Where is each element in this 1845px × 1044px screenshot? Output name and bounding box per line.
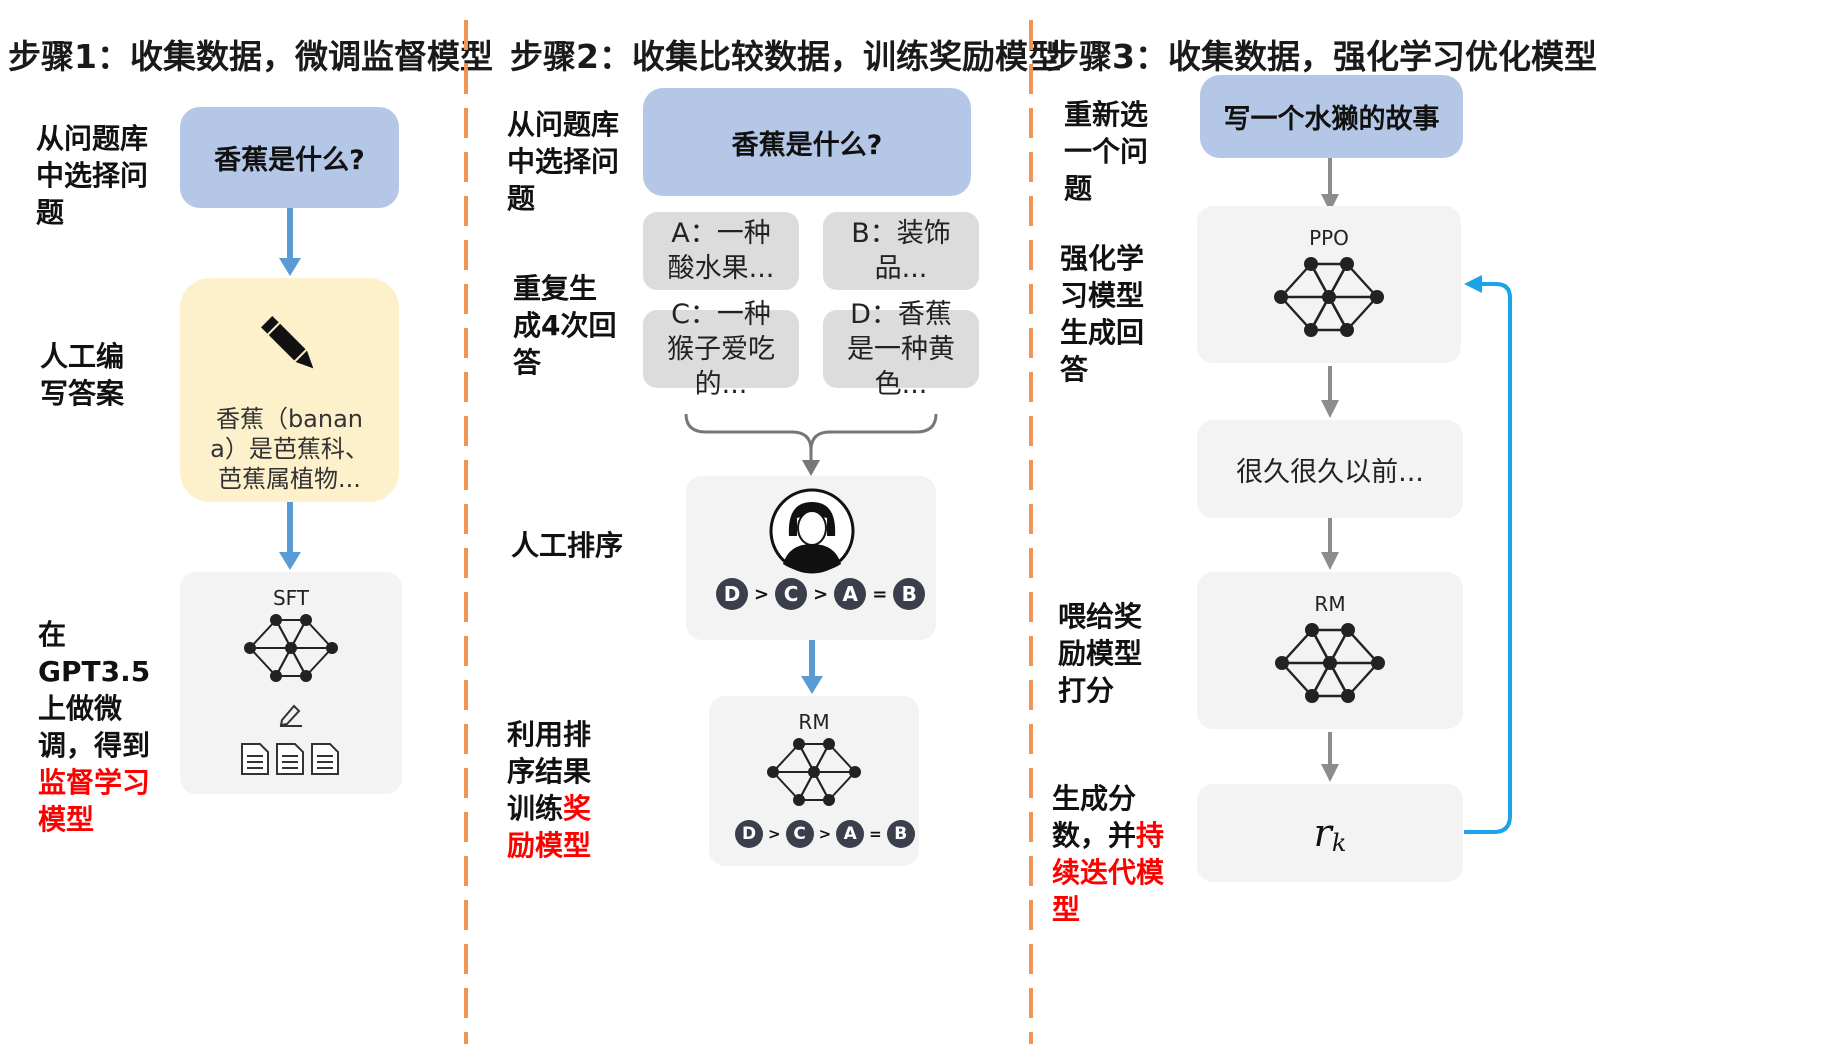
- step2-answer-a: A：一种酸水果...: [643, 212, 799, 290]
- rank-d: D: [716, 578, 748, 610]
- rank-a: A: [834, 578, 867, 610]
- step3-question-text: 写一个水獭的故事: [1223, 104, 1440, 135]
- step1-finetune-plain: 在GPT3.5上做微调，得到: [38, 618, 151, 762]
- step3-rl-label: 强化学习模型生成回答: [1060, 242, 1145, 386]
- step1-question-box: 香蕉是什么?: [180, 107, 399, 208]
- step2-ranking-row: D > C > A = B: [716, 578, 926, 610]
- step1-answer-box: 香蕉（banana）是芭蕉科、芭蕉属植物...: [180, 278, 399, 502]
- step1-arrow-2: [279, 502, 301, 570]
- rm-rank-op-2: >: [818, 825, 832, 843]
- step2-train-label: 利用排序结果训练奖励模型: [507, 716, 617, 864]
- rank-b: B: [893, 578, 926, 610]
- step3-ppo-panel: PPO: [1197, 206, 1461, 363]
- step3-arrow-1: [1321, 158, 1339, 212]
- step2-train-red: 奖励模型: [507, 792, 592, 862]
- step1-arrow-1: [279, 208, 301, 276]
- step2-answer-d: D：香蕉是一种黄色...: [823, 299, 979, 400]
- rm-rank-b: B: [886, 820, 915, 848]
- step2-merge-brace: [684, 413, 938, 476]
- neural-network-icon: [244, 614, 338, 682]
- step1-finetune-red: 监督学习模型: [38, 766, 151, 836]
- step3-loop-arrow: [1464, 275, 1512, 834]
- step2-train-plain: 利用排序结果训练: [507, 718, 592, 825]
- rm-rank-op-1: >: [768, 825, 781, 843]
- edit-icon: [279, 704, 302, 727]
- step1-answer-text: 香蕉（banana）是芭蕉科、芭蕉属植物...: [210, 405, 369, 493]
- step2-pick-label: 从问题库中选择问题: [507, 108, 620, 215]
- neural-network-icon: [1275, 623, 1385, 703]
- step2-answer-b: B：装饰品...: [823, 212, 979, 290]
- divider-1: [464, 20, 468, 1044]
- person-avatar-icon: [769, 488, 855, 574]
- rm-rank-c: C: [785, 820, 814, 848]
- step2-title: 步骤2：收集比较数据，训练奖励模型: [510, 37, 1061, 76]
- step3-rm-name: RM: [1314, 592, 1346, 616]
- step3-arrow-4: [1321, 732, 1339, 782]
- step2-rm-ranking-row: D > C > A = B: [735, 820, 915, 848]
- neural-network-icon: [767, 738, 861, 806]
- step2-ranking-panel: D > C > A = B: [686, 476, 936, 640]
- step2-rank-label: 人工排序: [511, 529, 624, 562]
- step3-iterate-red: 持续迭代模型: [1052, 819, 1165, 926]
- step3-ppo-name: PPO: [1309, 226, 1349, 250]
- step3-iterate-label: 生成分数，并持续迭代模型: [1052, 780, 1187, 928]
- step2-answer-c-text: C：一种猴子爱吃的...: [667, 298, 775, 400]
- rank-op-3: =: [872, 583, 888, 605]
- step3-output-panel: 很久很久以前...: [1197, 420, 1463, 518]
- step2-rm-panel: RM D > C > A = B: [709, 696, 919, 866]
- step1-finetune-label: 在GPT3.5上做微调，得到监督学习模型: [38, 616, 170, 838]
- step1-pick-label: 从问题库中选择问题: [36, 122, 149, 229]
- step2-answer-a-text: A：一种酸水果...: [667, 218, 775, 284]
- step2-generate-label: 重复生成4次回答: [513, 272, 617, 379]
- step2-answer-c: C：一种猴子爱吃的...: [643, 299, 799, 400]
- step1-question-text: 香蕉是什么?: [214, 145, 365, 176]
- step1-write-label: 人工编写答案: [40, 340, 125, 410]
- step1-sft-panel: SFT: [180, 572, 402, 794]
- step1-title: 步骤1：收集数据，微调监督模型: [8, 37, 493, 76]
- step3-rm-panel: RM: [1197, 572, 1463, 729]
- divider-2: [1029, 20, 1033, 1044]
- step3-output-text: 很久很久以前...: [1236, 456, 1424, 488]
- reward-subscript: k: [1331, 829, 1347, 857]
- document-icon: [241, 743, 339, 775]
- step2-answer-d-text: D：香蕉是一种黄色...: [847, 298, 955, 400]
- rank-c: C: [775, 578, 808, 610]
- rank-op-1: >: [754, 583, 770, 605]
- reward-symbol: r: [1313, 811, 1332, 855]
- rm-rank-d: D: [735, 820, 763, 848]
- step3-arrow-2: [1321, 366, 1339, 418]
- step3-arrow-3: [1321, 518, 1339, 570]
- step2-model-name: RM: [798, 710, 830, 734]
- step2-question-text: 香蕉是什么?: [731, 129, 883, 161]
- step3-score-label: 喂给奖励模型打分: [1058, 600, 1143, 707]
- pencil-icon: [260, 316, 313, 369]
- rm-rank-op-3: =: [869, 825, 882, 843]
- step1-model-name: SFT: [272, 586, 310, 610]
- step3-pick-label: 重新选一个问题: [1064, 98, 1149, 205]
- rm-rank-a: A: [836, 820, 865, 848]
- step3-iterate-plain: 生成分数，并: [1052, 782, 1137, 852]
- neural-network-icon: [1274, 257, 1384, 337]
- step2-arrow: [801, 640, 823, 694]
- step3-question-box: 写一个水獭的故事: [1200, 75, 1463, 158]
- step3-title: 步骤3：收集数据，强化学习优化模型: [1046, 37, 1597, 76]
- step2-question-box: 香蕉是什么?: [643, 88, 971, 196]
- step2-answer-b-text: B：装饰品...: [851, 218, 951, 284]
- rank-op-2: >: [813, 583, 829, 605]
